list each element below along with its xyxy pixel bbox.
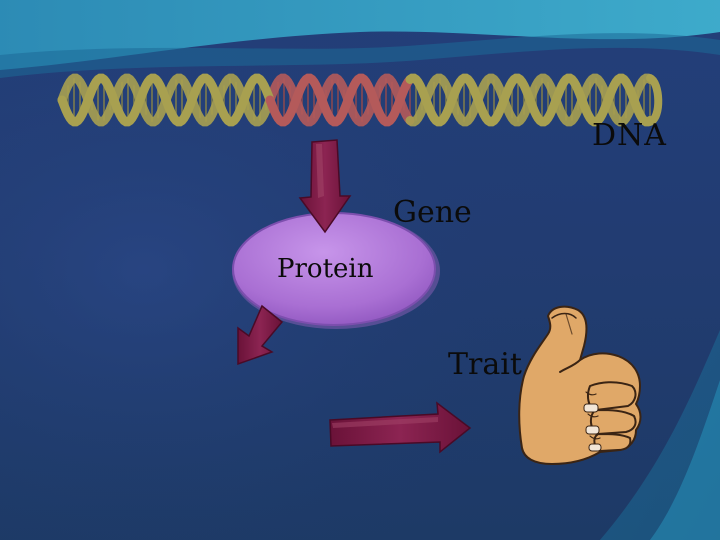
protein-down-arrow: [237, 304, 284, 366]
to-trait-arrow: [329, 401, 472, 454]
dna-label: DNA: [592, 118, 667, 153]
trait-label: Trait: [448, 347, 522, 382]
gene-label: Gene: [393, 195, 472, 230]
protein-oval: [232, 212, 440, 329]
protein-label: Protein: [277, 254, 374, 284]
thumbs-up-icon: [518, 305, 642, 465]
dna-to-protein-arrow: [298, 139, 352, 234]
